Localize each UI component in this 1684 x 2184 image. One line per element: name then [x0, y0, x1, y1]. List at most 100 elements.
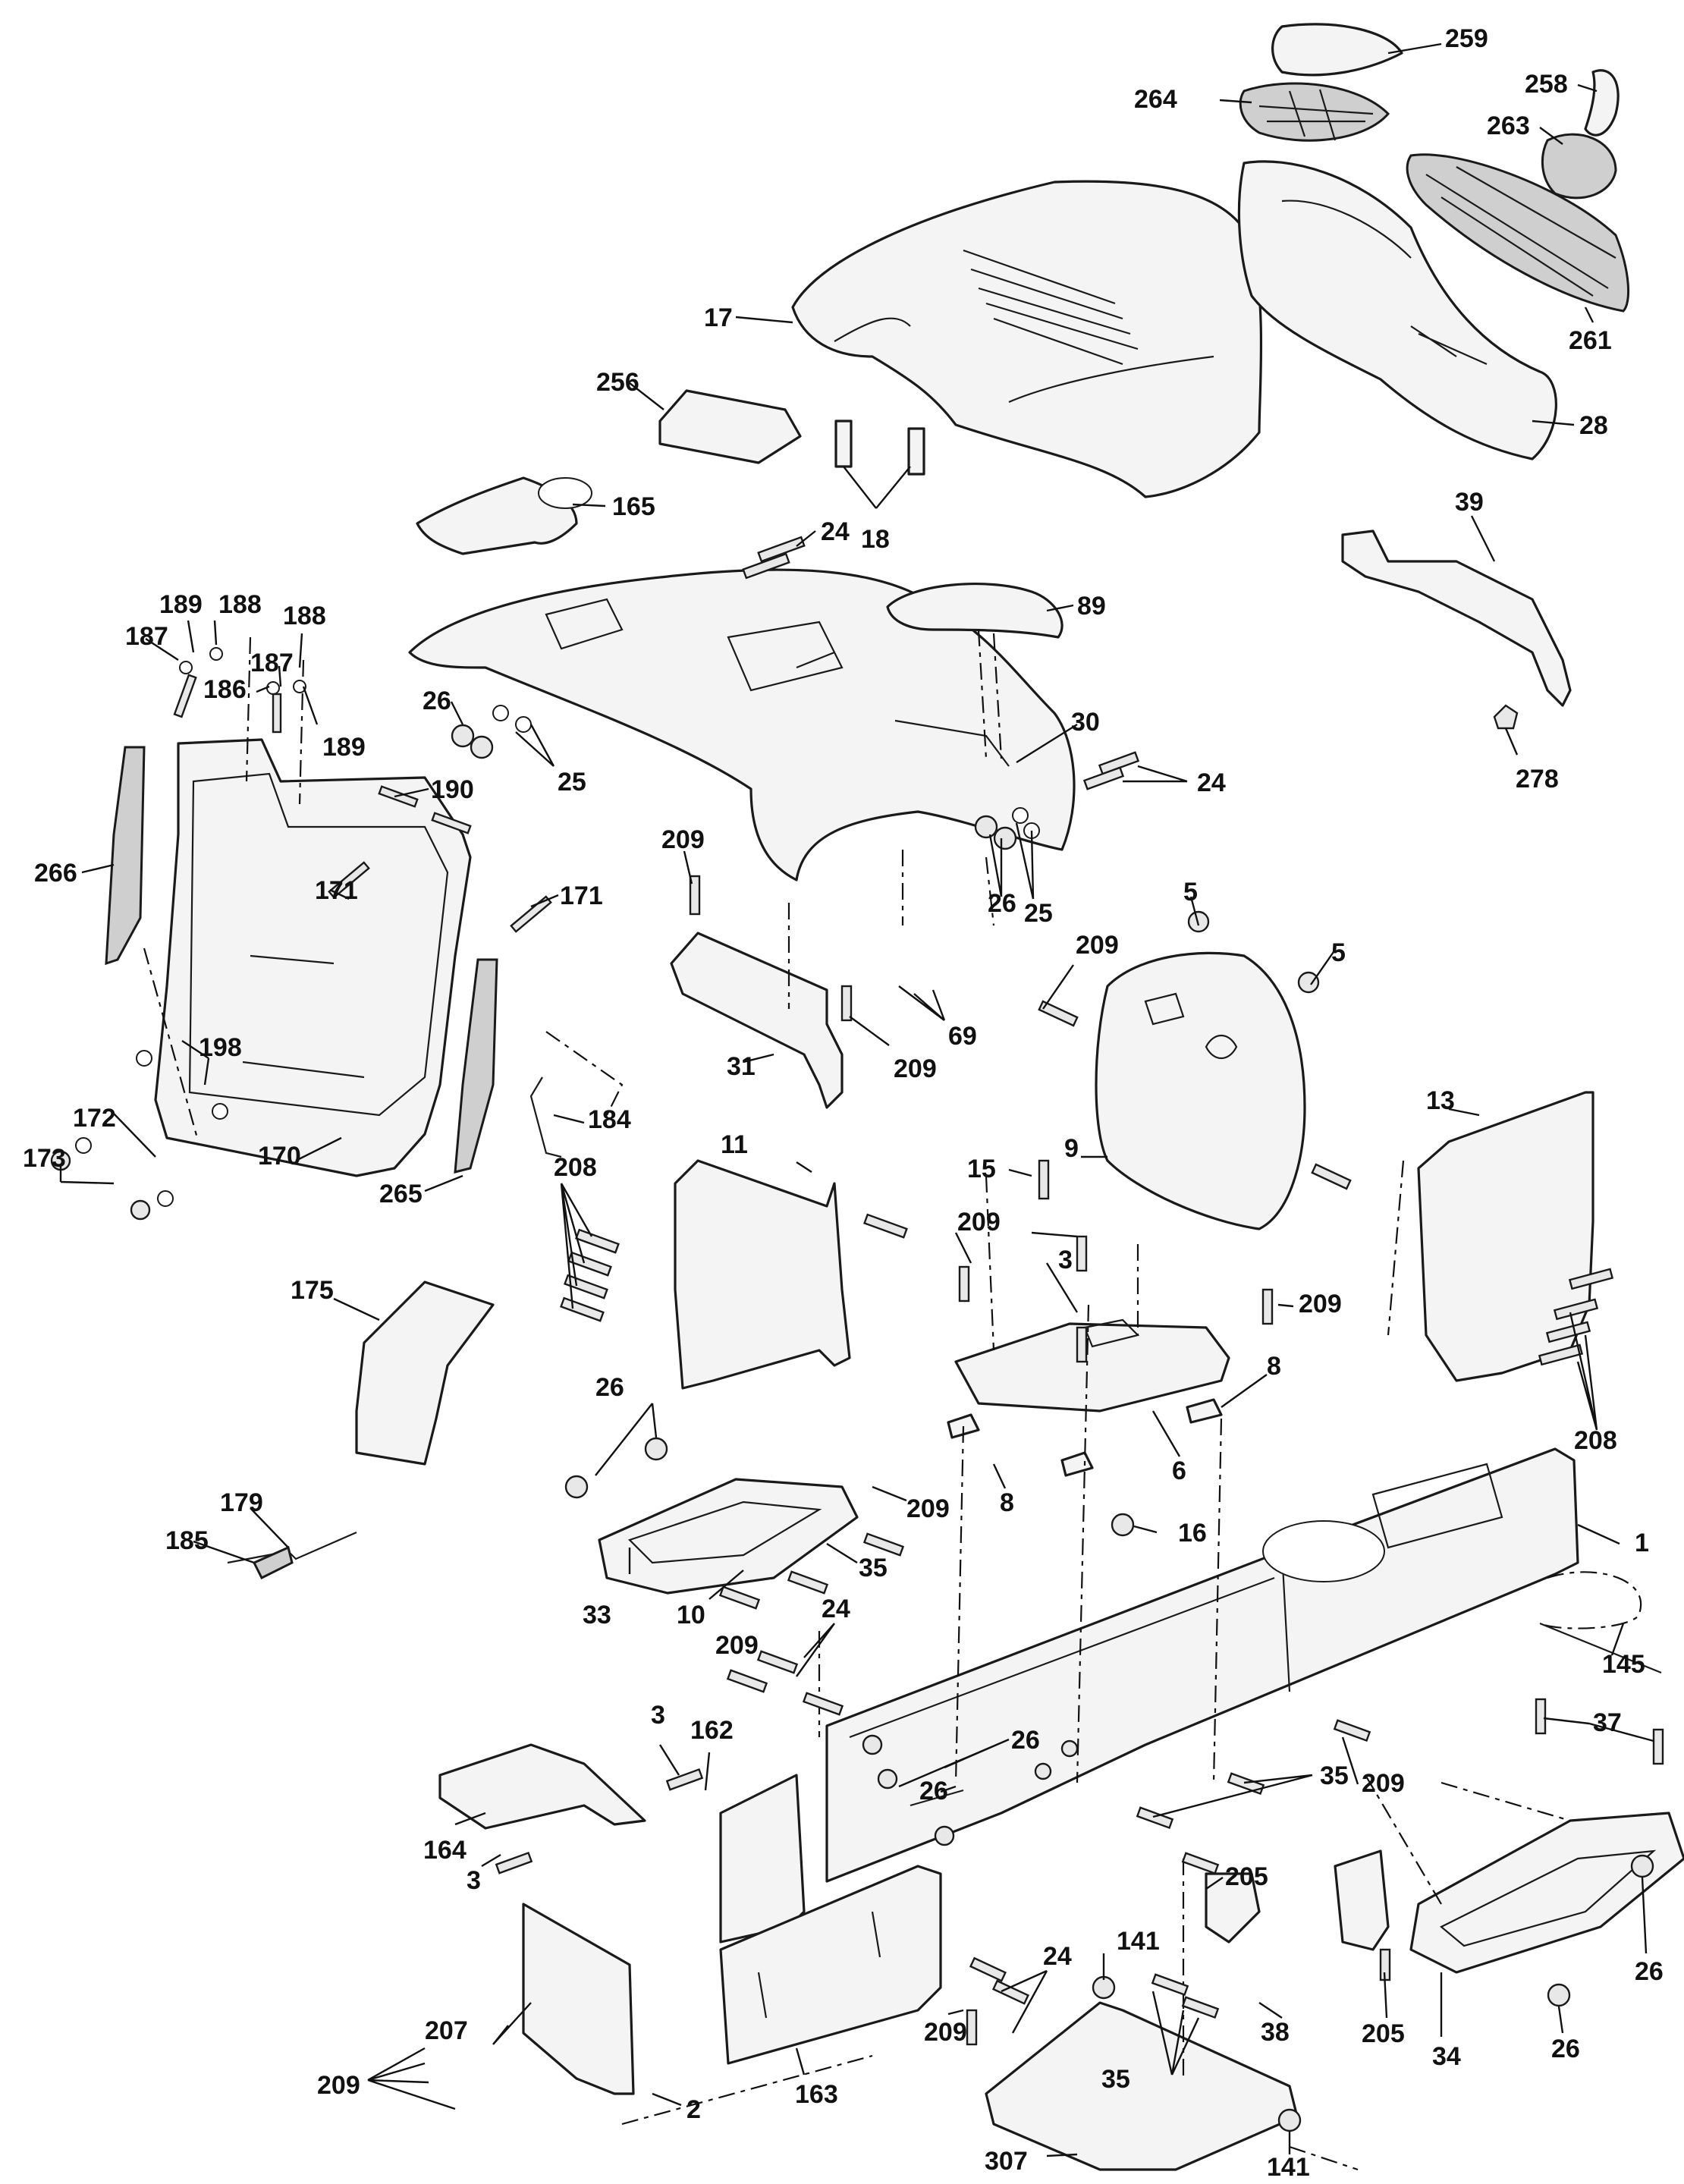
callout-25-upper-left: 25	[558, 768, 586, 797]
callout-24-front: 24	[822, 1595, 850, 1623]
callouts: 259 264 258 263 17 261 256 28 165 18 24 …	[23, 24, 1664, 2182]
part-headlight-right	[1541, 133, 1617, 200]
callout-15: 15	[967, 1155, 996, 1183]
part-foam-strip-1	[834, 420, 853, 468]
callout-24-lower: 24	[1043, 1942, 1072, 1971]
callout-209-dash: 209	[1076, 931, 1119, 960]
callout-141-bottom: 141	[1267, 2153, 1310, 2182]
part-spring-184	[529, 1076, 562, 1158]
callout-209-bottom: 209	[317, 2071, 360, 2100]
callout-209-frame: 209	[1362, 1769, 1405, 1798]
callout-5-right: 5	[1331, 938, 1346, 967]
callout-165: 165	[612, 492, 655, 521]
callout-26-frame-b: 26	[919, 1777, 948, 1805]
part-lens-right	[1584, 69, 1620, 137]
part-grille	[1406, 153, 1629, 313]
callout-69: 69	[948, 1022, 977, 1051]
part-access-panel	[658, 389, 802, 464]
callout-37: 37	[1593, 1708, 1622, 1737]
callout-26-rear-b: 26	[1551, 2035, 1580, 2063]
callout-24-right: 24	[1197, 768, 1226, 797]
leader-lines	[59, 42, 1654, 2157]
callout-162: 162	[690, 1716, 734, 1745]
callout-10: 10	[677, 1601, 705, 1629]
callout-11: 11	[721, 1130, 748, 1159]
part-front-plate-163	[719, 1865, 942, 2065]
callout-209-bracket: 209	[894, 1054, 937, 1083]
callout-188-top: 188	[218, 590, 262, 619]
callout-209-right: 209	[1299, 1290, 1342, 1318]
callout-208-right: 208	[1574, 1426, 1617, 1455]
part-handle-185	[252, 1545, 294, 1580]
callout-185: 185	[165, 1526, 209, 1555]
callout-184: 184	[588, 1105, 631, 1134]
part-main-frame	[825, 1447, 1579, 1883]
part-rod-179	[227, 1531, 357, 1564]
callout-18: 18	[861, 525, 890, 554]
callout-35-lower: 35	[1101, 2065, 1130, 2094]
part-side-plate-left	[674, 1159, 851, 1390]
callout-5-top: 5	[1183, 878, 1198, 907]
callout-187-mid: 187	[250, 649, 294, 677]
part-seat-pan	[154, 738, 472, 1177]
callout-17: 17	[704, 303, 733, 332]
part-clip-8b	[1060, 1451, 1094, 1477]
callout-33: 33	[583, 1601, 611, 1629]
part-fuel-cap-cover	[886, 583, 1063, 639]
callout-3-lower: 3	[467, 1866, 481, 1895]
callout-6: 6	[1172, 1457, 1186, 1485]
callout-172: 172	[73, 1104, 116, 1133]
callout-209-plate: 209	[957, 1208, 1001, 1237]
callout-209-upper: 209	[661, 825, 705, 854]
part-hood-front-frame	[1237, 160, 1557, 460]
callout-207: 207	[425, 2016, 468, 2045]
part-front-support-33	[598, 1478, 859, 1595]
callout-179: 179	[220, 1488, 263, 1517]
callout-173: 173	[23, 1144, 66, 1173]
callout-30: 30	[1071, 708, 1100, 737]
callout-8-right: 8	[1267, 1352, 1281, 1381]
callout-188-mid: 188	[283, 602, 326, 630]
callout-1: 1	[1635, 1529, 1649, 1557]
callout-145: 145	[1602, 1650, 1645, 1679]
part-headlight-left	[1239, 82, 1390, 142]
callout-256: 256	[596, 368, 639, 397]
part-drawings	[105, 23, 1684, 2171]
part-cable-145	[1539, 1571, 1642, 1629]
callout-24-top: 24	[821, 517, 850, 546]
callout-26-frame-a: 26	[1011, 1726, 1040, 1755]
part-bracket-38	[1205, 1872, 1261, 1944]
part-screw-278	[1493, 704, 1519, 730]
callout-163: 163	[795, 2080, 838, 2109]
part-cup-holder-cover	[416, 476, 578, 555]
callout-186: 186	[203, 675, 247, 704]
callout-209-support: 209	[906, 1494, 950, 1523]
callout-307: 307	[985, 2147, 1028, 2176]
part-mount-plate	[954, 1322, 1230, 1413]
callout-13: 13	[1426, 1086, 1455, 1115]
callout-209-front: 209	[715, 1631, 759, 1660]
part-bracket-rear	[1341, 530, 1572, 707]
callout-8-left: 8	[1000, 1488, 1014, 1517]
part-deflector-175	[355, 1281, 495, 1466]
callout-208-left: 208	[554, 1153, 597, 1182]
part-seat-rail-left	[105, 746, 146, 966]
part-front-plate-162	[719, 1774, 806, 1944]
callout-89: 89	[1077, 592, 1106, 621]
callout-205-top: 205	[1225, 1862, 1268, 1891]
callout-198: 198	[199, 1033, 242, 1062]
callout-259: 259	[1445, 24, 1488, 53]
callout-263: 263	[1487, 112, 1530, 140]
callout-278: 278	[1516, 765, 1559, 793]
callout-164: 164	[423, 1836, 467, 1865]
part-clip-8c	[1186, 1398, 1223, 1424]
callout-39: 39	[1455, 488, 1484, 517]
part-seat-rail-right	[454, 958, 498, 1174]
callout-264: 264	[1134, 85, 1177, 114]
callout-26-mid: 26	[595, 1373, 624, 1402]
callout-190: 190	[431, 775, 474, 804]
callout-26-fender: 26	[988, 889, 1016, 918]
callout-25-fender: 25	[1024, 899, 1053, 928]
part-dash-panel	[1095, 951, 1306, 1230]
